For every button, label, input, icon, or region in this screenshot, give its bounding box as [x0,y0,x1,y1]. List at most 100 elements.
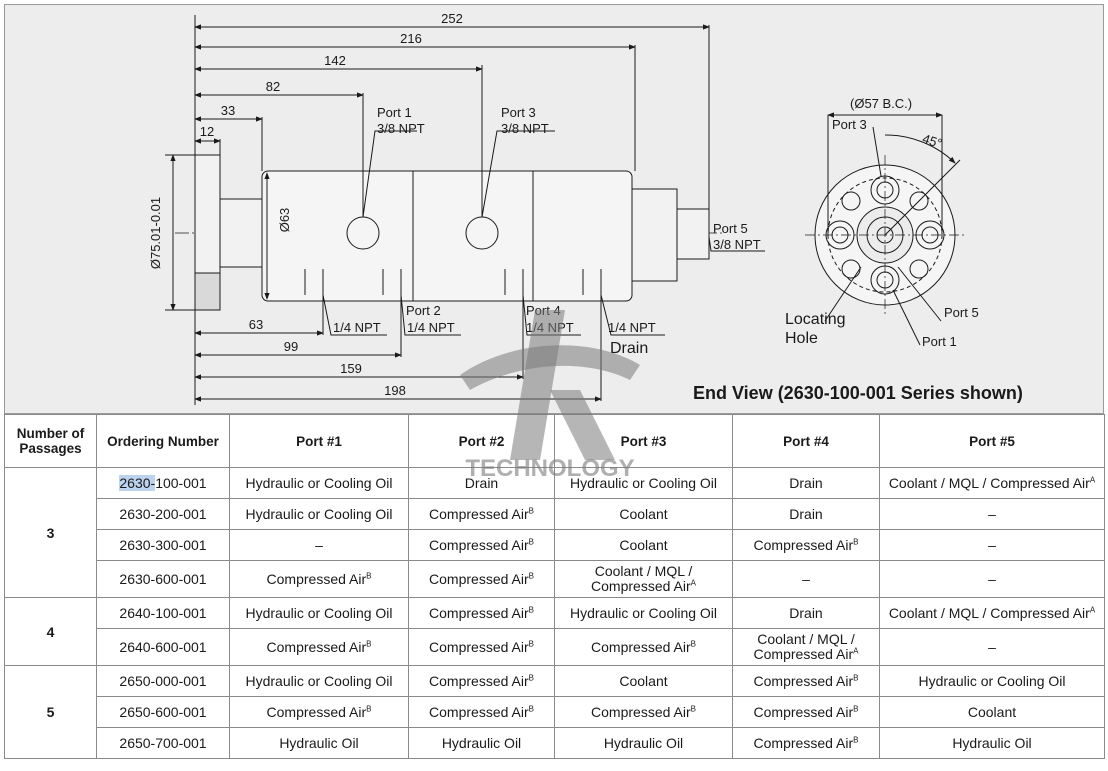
port2-thread: 1/4 NPT [407,320,455,335]
port5-thread: 3/8 NPT [713,237,761,252]
port4-cell: – [732,560,880,598]
port5-cell: – [879,628,1105,666]
port4-cell: Drain [732,467,880,499]
ordering-number-cell[interactable]: 2650-000-001 [96,665,230,697]
footnote-mark: B [528,506,534,516]
footnote-mark: B [528,571,534,581]
port3-cell: Hydraulic or Cooling Oil [554,467,733,499]
table-row: 2630-300-001 – Compressed AirB Coolant C… [5,529,1105,561]
footnote-mark: B [690,639,696,649]
ordering-number-cell[interactable]: 2630-300-001 [96,529,230,561]
port4-text: Compressed Air [753,735,854,751]
body-diameter: Ø63 [277,208,292,233]
table-row: 3 2630-100-001 Hydraulic or Cooling Oil … [4,467,1105,598]
table-row: 4 2640-100-001 Hydraulic or Cooling Oil … [4,597,1105,666]
port1-cell: Compressed AirB [229,560,409,598]
footnote-mark: A [690,578,696,588]
ordering-number-cell[interactable]: 2650-700-001 [96,727,230,759]
port4-text: Compressed Air [753,704,854,720]
port5-cell: – [879,498,1105,530]
port1-cell: Hydraulic or Cooling Oil [229,498,409,530]
header-port3: Port #3 [554,414,733,468]
port1-text: Compressed Air [266,704,367,720]
header-passages-line2: Passages [19,441,82,456]
table-row: 2630-200-001 Hydraulic or Cooling Oil Co… [5,498,1105,530]
header-port4: Port #4 [732,414,880,468]
drain-thread: 1/4 NPT [608,320,656,335]
table-header-row: Number of Passages Ordering Number Port … [4,414,1105,468]
port3-cell: Coolant [554,529,733,561]
port3-thread: 3/8 NPT [501,121,549,136]
npt-label-a: 1/4 NPT [333,320,381,335]
footnote-mark: B [366,639,372,649]
dim-12: 12 [200,124,214,139]
port5-cell: – [879,560,1105,598]
port5-cell: Coolant / MQL / Compressed AirA [879,467,1105,499]
table-row: 2630-600-001 Compressed AirB Compressed … [5,560,1105,598]
dim-99: 99 [284,339,298,354]
header-ordering-number: Ordering Number [96,414,230,468]
header-port1: Port #1 [229,414,409,468]
footnote-mark: B [528,537,534,547]
port5-cell: Hydraulic or Cooling Oil [879,665,1105,697]
port5-cell: – [879,529,1105,561]
port4-text: Compressed Air [753,673,854,689]
technical-drawing: 252 216 142 82 33 12 63 99 159 198 Ø75.0… [4,4,1104,414]
port2-cell: Compressed AirB [408,597,555,629]
ordering-number-cell[interactable]: 2630-100-001 [96,467,230,499]
port2-cell: Compressed AirB [408,529,555,561]
port3-line2-text: Compressed Air [591,578,691,594]
port1-text: Compressed Air [266,571,367,587]
port3-cell: Compressed AirB [554,628,733,666]
ordering-number-cell[interactable]: 2640-600-001 [96,628,230,666]
dim-33: 33 [221,103,235,118]
flange-diameter: Ø75.01-0.01 [148,197,163,269]
port3-text: Compressed Air [591,639,691,655]
port2-cell: Compressed AirB [408,560,555,598]
port3-cell: Hydraulic Oil [554,727,733,759]
port2-text: Compressed Air [429,605,529,621]
port1-text: Compressed Air [266,639,367,655]
port3-cell: Coolant [554,498,733,530]
header-passages: Number of Passages [4,414,97,468]
ordering-number-cell[interactable]: 2630-200-001 [96,498,230,530]
port3-cell: Coolant / MQL /Compressed AirA [554,560,733,598]
port1-cell: Hydraulic or Cooling Oil [229,665,409,697]
port2-cell: Compressed AirB [408,628,555,666]
header-port2: Port #2 [408,414,555,468]
port3-line2: Compressed AirA [559,579,728,594]
ordering-number-cell[interactable]: 2640-100-001 [96,597,230,629]
port3-cell: Hydraulic or Cooling Oil [554,597,733,629]
footnote-mark: B [366,571,372,581]
footnote-mark: B [528,673,534,683]
port1-cell: Hydraulic or Cooling Oil [229,597,409,629]
ordering-number-cell[interactable]: 2650-600-001 [96,696,230,728]
port2-text: Compressed Air [429,571,529,587]
passages-group-3: 3 [4,467,97,598]
port4-label: Port 4 [526,303,561,318]
port2-text: Compressed Air [429,537,529,553]
port2-text: Compressed Air [429,673,529,689]
footnote-mark: A [1089,605,1096,615]
footnote-mark: A [1089,475,1096,485]
port2-text: Compressed Air [429,506,529,522]
highlighted-text[interactable]: 2630- [119,475,156,491]
port5-cell: Coolant [879,696,1105,728]
dim-159: 159 [340,361,362,376]
port5-cell: Coolant / MQL / Compressed AirA [879,597,1105,629]
port4-cell: Compressed AirB [732,727,880,759]
ordering-number-rest[interactable]: 100-001 [155,475,207,491]
footnote-mark: B [853,537,859,547]
port4-line1: Coolant / MQL / [757,631,855,647]
dim-216: 216 [400,31,422,46]
ordering-number-cell[interactable]: 2630-600-001 [96,560,230,598]
drain-label: Drain [610,340,648,357]
port5-text: Coolant / MQL / Compressed Air [888,605,1090,621]
port3-cell: Coolant [554,665,733,697]
port1-cell: – [229,529,409,561]
port2-cell: Compressed AirB [408,696,555,728]
locating-hole-label-1: Locating [785,311,846,328]
footnote-mark: B [528,639,534,649]
port1-thread: 3/8 NPT [377,121,425,136]
port4-cell: Compressed AirB [732,696,880,728]
